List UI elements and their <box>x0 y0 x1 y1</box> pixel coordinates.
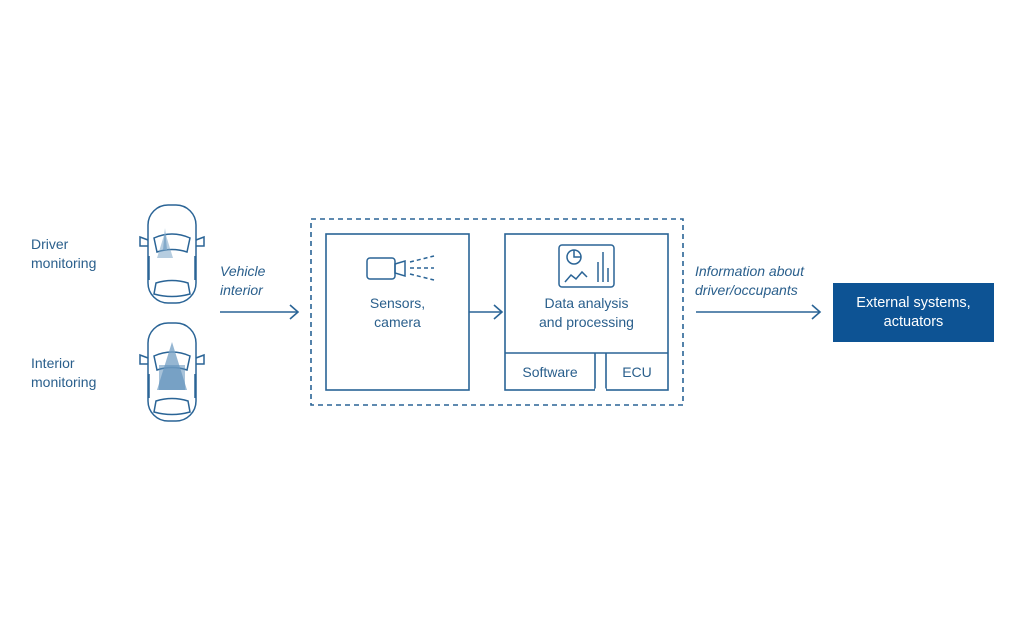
sensors-label: Sensors, camera <box>369 295 426 330</box>
dashboard-chart-icon <box>558 244 615 288</box>
software-label: Software <box>522 364 578 380</box>
analysis-box <box>504 233 669 391</box>
arrow-right-icon <box>469 304 504 320</box>
driver-monitoring-label: Driver monitoring <box>31 236 97 271</box>
driver-car-icon <box>139 204 205 304</box>
analysis-label: Data analysis and processing <box>539 295 634 330</box>
ecu-label: ECU <box>622 364 652 380</box>
arrow-right-icon <box>220 304 300 320</box>
arrow-right-icon <box>696 304 822 320</box>
interior-monitoring-label: Interior monitoring <box>31 355 97 390</box>
vehicle-interior-label: Vehicle interior <box>220 263 266 298</box>
interior-car-icon <box>139 322 205 422</box>
camera-icon <box>366 255 435 281</box>
external-systems-box: External systems, actuators <box>833 283 994 342</box>
information-label: Information about driver/occupants <box>695 263 804 298</box>
